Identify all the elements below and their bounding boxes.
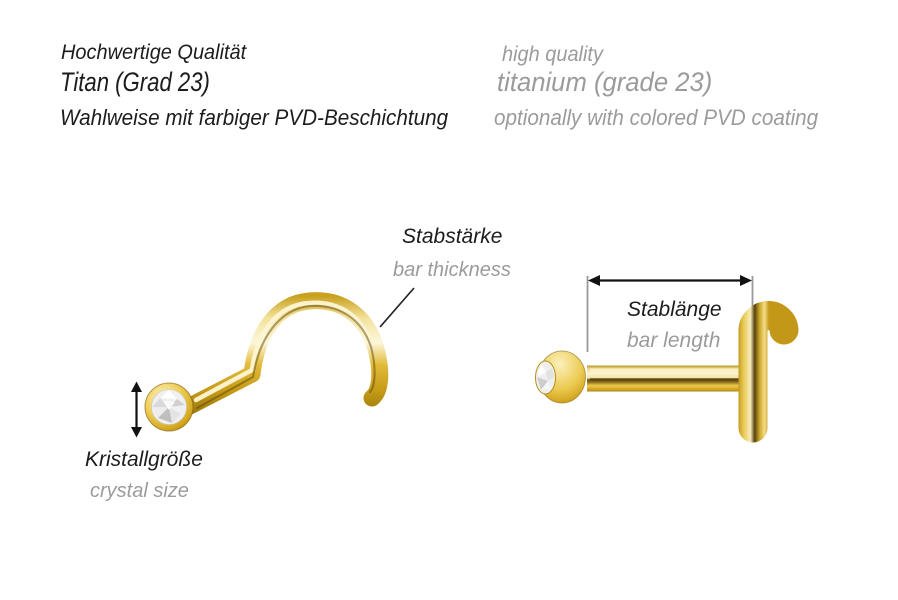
label-bar-thickness-en: bar thickness xyxy=(393,259,511,281)
claim-en-quality: high quality xyxy=(502,43,603,66)
claim-en-material: titanium (grade 23) xyxy=(497,67,713,97)
claim-de-quality: Hochwertige Qualität xyxy=(61,41,247,64)
label-bar-length-en: bar length xyxy=(627,329,721,352)
label-bar-length-de: Stablänge xyxy=(627,298,722,321)
claim-en-coating: optionally with colored PVD coating xyxy=(494,105,819,130)
nose-stud-illustration xyxy=(535,301,799,443)
nose-screw-illustration xyxy=(144,292,389,432)
claim-de-coating: Wahlweise mit farbiger PVD-Beschichtung xyxy=(60,105,449,130)
crystal-gem xyxy=(151,389,187,425)
claim-de-material: Titan (Grad 23) xyxy=(60,67,210,97)
label-bar-thickness-de: Stabstärke xyxy=(402,225,503,248)
label-crystal-size-de: Kristallgröße xyxy=(85,448,203,471)
stud-head-crystal xyxy=(535,360,556,395)
bar-length-arrow xyxy=(588,275,752,286)
crystal-size-arrow xyxy=(131,381,142,438)
curved-pin xyxy=(738,301,799,443)
stud-head xyxy=(535,350,586,404)
label-crystal-size-en: crystal size xyxy=(90,480,189,502)
bar-thickness-pointer-line xyxy=(379,287,415,328)
